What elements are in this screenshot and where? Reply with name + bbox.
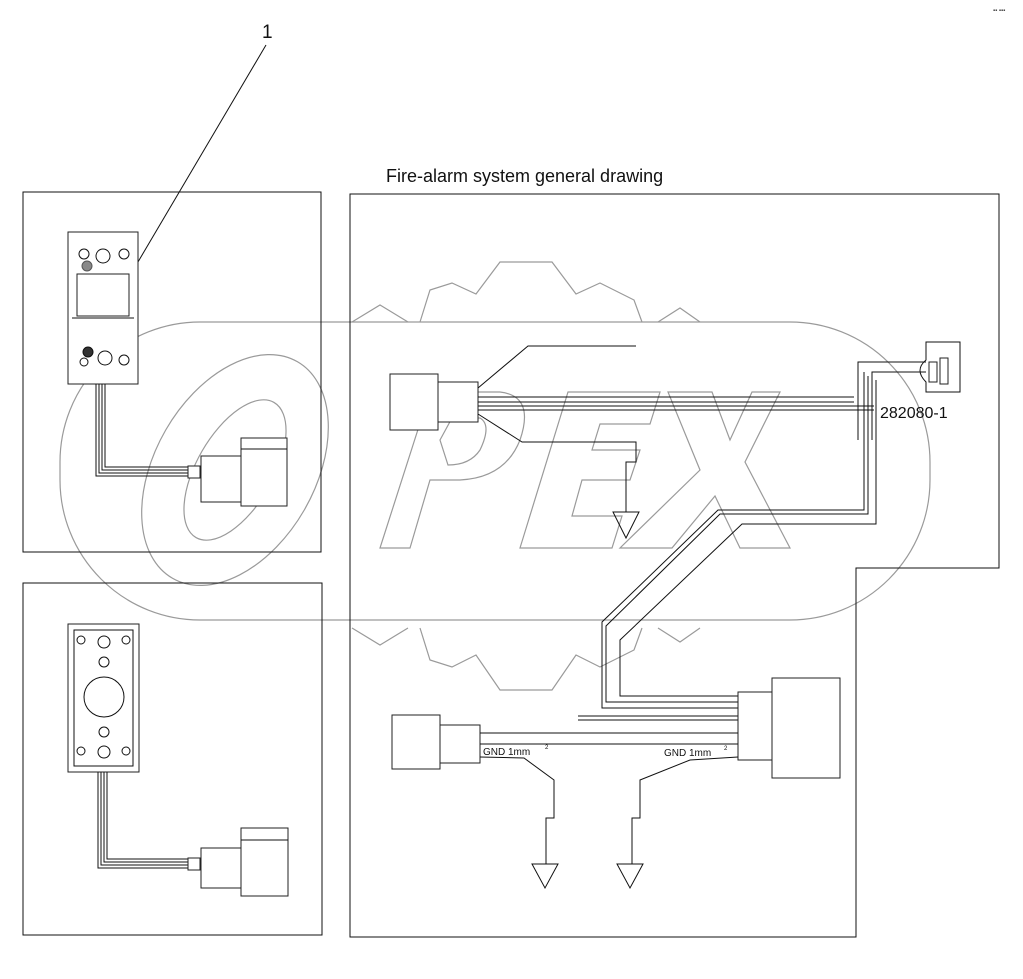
- connector-plug-bottom: [200, 827, 289, 897]
- connector-upper-left: [389, 373, 479, 431]
- ground-symbol-icon: [612, 511, 640, 540]
- display-window: [76, 273, 130, 317]
- indicator-led-icon: [81, 260, 93, 272]
- connector-plug-top: [200, 437, 288, 507]
- ground-label-superscript: 2: [545, 745, 549, 751]
- module-cable-top: [95, 384, 201, 479]
- corner-mark: ▪▪ ▪▪▪: [993, 8, 1005, 14]
- connector-282080-1: [919, 341, 961, 393]
- callout-number: 1: [262, 22, 273, 43]
- alarm-led-icon: [82, 346, 94, 358]
- ground-label: GND 1mm: [664, 748, 711, 759]
- detail-panel-top-left: [22, 191, 322, 553]
- fire-alarm-control-module: [67, 231, 139, 385]
- detail-panel-bottom-left: [22, 582, 323, 936]
- fire-alarm-button-module: [67, 623, 140, 773]
- harness-wires: [578, 361, 926, 721]
- lower-wires: [479, 732, 739, 864]
- module-cable-bottom: [97, 772, 201, 871]
- connector-lower-left: [391, 714, 481, 770]
- ground-label-superscript: 2: [724, 746, 728, 752]
- upper-wires: [477, 345, 874, 512]
- ground-label: GND 1mm: [483, 747, 530, 758]
- connector-part-number: 282080-1: [880, 405, 948, 422]
- diagram-title: Fire-alarm system general drawing: [386, 166, 663, 186]
- connector-lower-right: [737, 677, 841, 779]
- wiring-panel-outline: [349, 193, 1000, 938]
- ground-symbol-icon: [616, 863, 644, 890]
- opex-watermark-logo: [59, 261, 931, 691]
- ground-symbol-icon: [531, 863, 559, 890]
- push-button-icon: [83, 676, 125, 718]
